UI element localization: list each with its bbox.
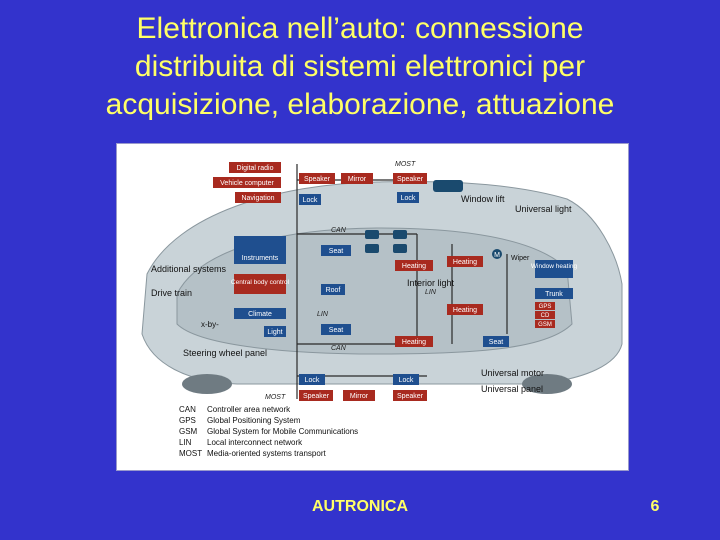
digital-radio-label: Digital radio <box>237 165 274 172</box>
lin-1-label: LIN <box>425 289 437 296</box>
speaker-2-label: Speaker <box>397 176 424 183</box>
lock-4-label: Lock <box>399 377 414 384</box>
title-line-3: acquisizione, elaborazione, attuazione <box>105 88 615 121</box>
heating-1-label: Heating <box>402 263 426 270</box>
steering-wheel-panel-label: Steering wheel panel <box>183 348 267 358</box>
cd-label: CD <box>541 313 550 319</box>
window-lift-node <box>433 180 463 192</box>
legend: CAN Controller area network GPS Global P… <box>179 405 358 458</box>
car-network-diagram: Digital radio Vehicle computer Navigatio… <box>116 143 629 471</box>
instruments-label: Instruments <box>242 255 279 262</box>
lin-2-label: LIN <box>317 311 329 318</box>
heating-4-label: Heating <box>402 339 426 346</box>
roof-label: Roof <box>326 287 341 294</box>
legend-abbr-4: LIN <box>179 438 192 447</box>
climate-label: Climate <box>248 311 272 318</box>
most-top-label: MOST <box>395 161 416 168</box>
seat-1-label: Seat <box>329 248 343 255</box>
trunk-label: Trunk <box>545 291 563 298</box>
central-body-control-label: Central body control <box>231 279 290 286</box>
universal-light-label: Universal light <box>515 204 572 214</box>
heating-2-label: Heating <box>453 259 477 266</box>
title-line-2: distribuita di sistemi elettronici per <box>134 50 586 83</box>
light-label: Light <box>267 329 282 336</box>
universal-motor-label: Universal motor <box>481 368 544 378</box>
legend-desc-5: Media-oriented systems transport <box>207 449 326 458</box>
additional-systems-label: Additional systems <box>151 264 227 274</box>
legend-abbr-2: GPS <box>179 416 196 425</box>
wiper-label: Wiper <box>511 255 530 262</box>
speaker-3-label: Speaker <box>303 393 330 400</box>
seat-2-label: Seat <box>329 327 343 334</box>
xby-label: x-by- <box>201 320 219 329</box>
lock-3-label: Lock <box>305 377 320 384</box>
window-lift-label: Window lift <box>461 194 505 204</box>
title-line-1: Elettronica nell’auto: connessione <box>136 12 584 45</box>
legend-desc-1: Controller area network <box>207 405 291 414</box>
legend-desc-3: Global System for Mobile Communications <box>207 427 358 436</box>
top-left-modules: Digital radio Vehicle computer Navigatio… <box>213 162 281 203</box>
legend-abbr-5: MOST <box>179 449 202 458</box>
mirror-2-label: Mirror <box>350 393 369 400</box>
interior-light-label: Interior light <box>407 278 455 288</box>
motor-1-label: M <box>494 252 500 259</box>
universal-panel-label: Universal panel <box>481 384 543 394</box>
drive-train-label: Drive train <box>151 288 192 298</box>
legend-abbr-3: GSM <box>179 427 198 436</box>
speaker-4-label: Speaker <box>397 393 424 400</box>
gsm-label: GSM <box>538 322 552 328</box>
lock-2-label: Lock <box>401 195 416 202</box>
footer-autronica: AUTRONICA <box>312 498 408 515</box>
can-1-label: CAN <box>331 227 347 234</box>
speaker-1-label: Speaker <box>304 176 331 183</box>
legend-desc-2: Global Positioning System <box>207 416 301 425</box>
most-bottom-label: MOST <box>265 394 286 401</box>
legend-desc-4: Local interconnect network <box>207 438 303 447</box>
page-number: 6 <box>650 498 660 515</box>
gps-label: GPS <box>539 304 552 310</box>
vehicle-computer-label: Vehicle computer <box>220 180 274 187</box>
mirror-1-label: Mirror <box>348 176 367 183</box>
seat-3-label: Seat <box>489 339 503 346</box>
can-2-label: CAN <box>331 345 347 352</box>
navigation-label: Navigation <box>241 195 274 202</box>
diagram-svg: Digital radio Vehicle computer Navigatio… <box>141 161 623 458</box>
window-heating-label: Window heating <box>531 263 578 270</box>
heating-3-label: Heating <box>453 307 477 314</box>
lock-1-label: Lock <box>303 197 318 204</box>
slide-title: Elettronica nell’auto: connessione distr… <box>0 10 720 124</box>
legend-abbr-1: CAN <box>179 405 196 414</box>
